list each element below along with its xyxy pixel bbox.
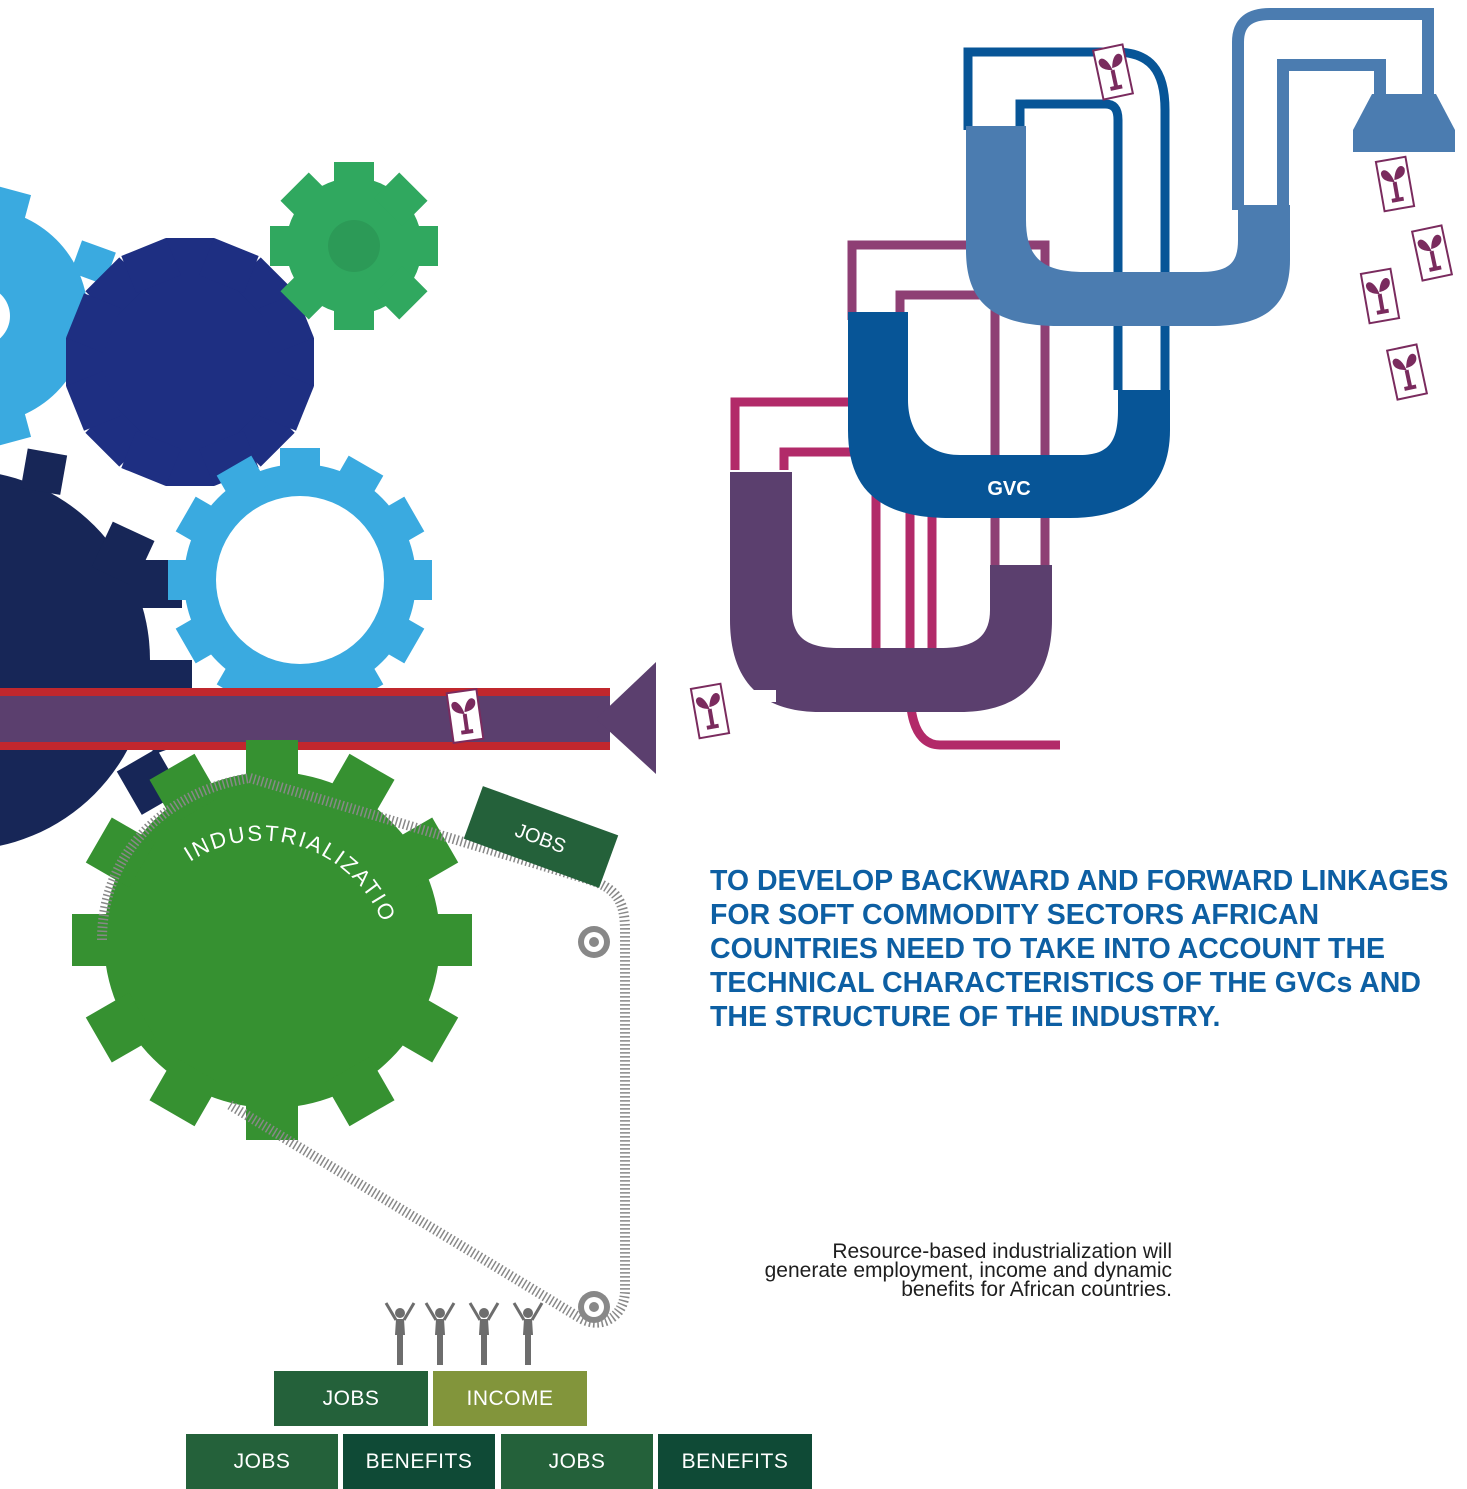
headline-line: TECHNICAL CHARACTERISTICS OF THE GVCs AN… <box>710 967 1421 999</box>
gear-navy-large-icon <box>0 448 200 846</box>
headline-line: TO DEVELOP BACKWARD AND FORWARD LINKAGES <box>710 865 1449 897</box>
plant-icon <box>1410 223 1454 283</box>
gear-light-green-icon <box>270 162 438 330</box>
plant-icon <box>1385 342 1429 402</box>
industrialization-gear-icon <box>72 740 472 1140</box>
gear-blue-icon <box>66 238 314 486</box>
pyramid-jobs-1: JOBS <box>186 1434 338 1489</box>
pipe-purple-icon <box>730 472 1052 712</box>
funnel-icon <box>1353 94 1455 152</box>
gear-sky-ring-icon <box>168 448 432 705</box>
pyramid-label: BENEFITS <box>681 1449 789 1473</box>
headline-line: COUNTRIES NEED TO TAKE INTO ACCOUNT THE <box>710 933 1386 965</box>
headline-line: THE STRUCTURE OF THE INDUSTRY. <box>710 1001 1221 1033</box>
pyramid-jobs-top: JOBS <box>274 1371 428 1426</box>
plant-icon <box>1373 154 1417 214</box>
pyramid-benefits-1: BENEFITS <box>343 1434 495 1489</box>
gvc-label: GVC <box>987 478 1030 500</box>
caption-line: benefits for African countries. <box>901 1278 1172 1301</box>
pyramid-label: JOBS <box>233 1449 291 1473</box>
main-arrow-icon <box>0 662 776 774</box>
people-icon <box>384 1301 416 1367</box>
pyramid-label: BENEFITS <box>365 1449 473 1473</box>
people-icon <box>424 1301 456 1367</box>
pyramid-jobs-2: JOBS <box>501 1434 653 1489</box>
conveyor-jobs-tag: JOBS <box>463 786 619 888</box>
pyramid-label: INCOME <box>466 1386 554 1410</box>
caption: Resource-based industrialization will ge… <box>640 1240 1172 1301</box>
pipe-light-blue-icon <box>966 126 1290 326</box>
conveyor-belt-icon <box>97 772 630 1328</box>
pulley-icon <box>578 926 610 958</box>
pipe-dark-blue-icon <box>848 312 1170 518</box>
pyramid-label: JOBS <box>322 1386 380 1410</box>
pyramid-benefits-2: BENEFITS <box>658 1434 812 1489</box>
caption-line: generate employment, income and dynamic <box>764 1259 1172 1282</box>
headline: TO DEVELOP BACKWARD AND FORWARD LINKAGES… <box>710 864 1467 1034</box>
pyramid-label: JOBS <box>548 1449 606 1473</box>
plant-icon <box>444 687 486 745</box>
pyramid-income: INCOME <box>433 1371 587 1426</box>
plant-icon <box>1358 266 1402 326</box>
people-icon <box>512 1301 544 1367</box>
caption-line: Resource-based industrialization will <box>832 1240 1172 1263</box>
pipe-icon <box>730 8 1434 750</box>
headline-line: FOR SOFT COMMODITY SECTORS AFRICAN <box>710 899 1320 931</box>
people-icon <box>468 1301 500 1367</box>
pulley-icon <box>578 1291 610 1323</box>
